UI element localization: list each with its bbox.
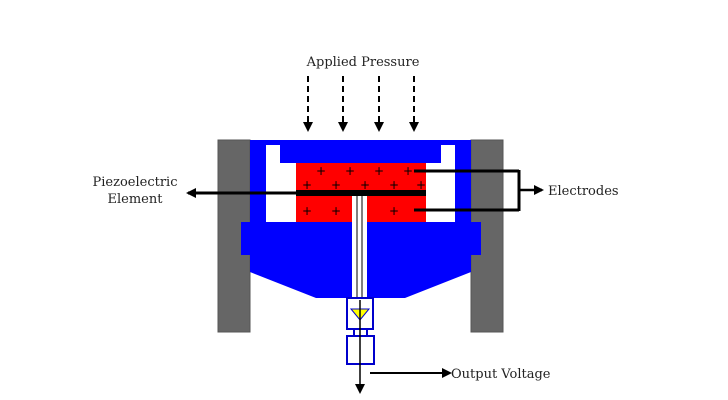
charge-plus-symbol: + (360, 178, 370, 192)
charge-plus-symbol: + (389, 204, 399, 218)
charge-symbols: ++++++++++++ (302, 164, 426, 218)
piezo-crystal-bottom-left (296, 196, 352, 222)
cavity-left (266, 145, 296, 222)
piezo-crystal-top (296, 163, 426, 193)
stem-channel (352, 196, 367, 300)
electrodes-label: Electrodes (548, 184, 619, 199)
charge-plus-symbol: + (316, 164, 326, 178)
charge-plus-symbol: + (331, 178, 341, 192)
charge-plus-symbol: + (416, 178, 426, 192)
charge-plus-symbol: + (374, 164, 384, 178)
charge-plus-symbol: + (345, 164, 355, 178)
piezo-element-label-line1: Piezoelectric (93, 175, 178, 190)
charge-plus-symbol: + (389, 178, 399, 192)
piezo-element-label-line2: Element (108, 192, 164, 207)
charge-plus-symbol: + (302, 178, 312, 192)
charge-plus-symbol: + (331, 204, 341, 218)
charge-plus-symbol: + (403, 164, 413, 178)
pressure-arrows (303, 76, 419, 132)
output-voltage-label: Output Voltage (451, 367, 551, 382)
cavity-right (426, 145, 455, 222)
center-electrode (296, 190, 426, 196)
charge-plus-symbol: + (302, 204, 312, 218)
applied-pressure-label: Applied Pressure (306, 55, 420, 70)
